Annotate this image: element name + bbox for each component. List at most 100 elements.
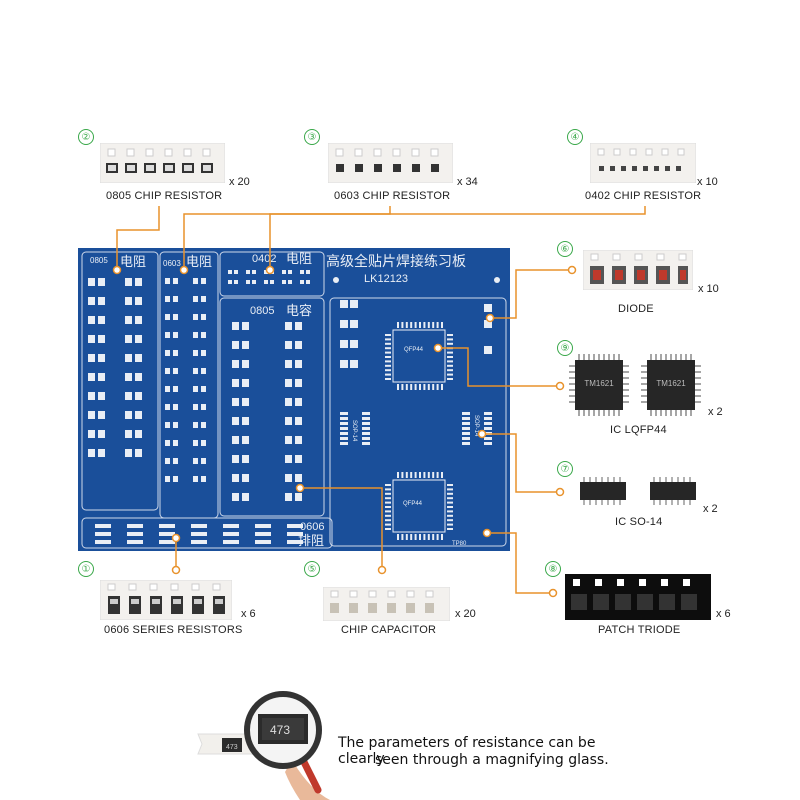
qfp-pin [447, 528, 453, 530]
pcb-pad [135, 430, 142, 438]
qty-capacitor: x 20 [455, 608, 476, 620]
pcb-pad [98, 354, 105, 362]
qfp-pin [385, 347, 391, 350]
qfp-pin [427, 472, 430, 478]
resistor-code-small: 473 [226, 744, 238, 751]
pcb-pad [201, 368, 206, 374]
qfp-pin [385, 338, 391, 341]
pcb-pad [232, 360, 239, 368]
pcb-pad [173, 404, 178, 410]
qfp-pin [447, 351, 453, 354]
pcb-pad [191, 524, 207, 528]
qty-triode: x 6 [716, 608, 731, 620]
qfp-pin [385, 334, 391, 336]
patch-triode-tape [565, 574, 711, 620]
pcb-pad [340, 417, 348, 420]
pcb-pad [285, 341, 292, 349]
qfp-pin [419, 384, 421, 390]
qfp-pin [385, 369, 391, 372]
qfp-pin [405, 384, 408, 390]
pcb-pad [193, 458, 198, 464]
pcb-pad [306, 270, 310, 274]
qfp-pin [405, 534, 408, 540]
pcb-pad [362, 432, 370, 435]
pcb-pad [242, 341, 249, 349]
pcb-label-resistor-2: 电阻 [186, 254, 212, 269]
qfp-pin [385, 373, 391, 376]
qfp-pin [427, 384, 430, 390]
pcb-pad [98, 430, 105, 438]
pcb-pad [285, 417, 292, 425]
pcb-pad [173, 278, 178, 284]
qfp-pin [385, 378, 391, 380]
qfp-pin [441, 384, 443, 390]
pcb-pad [135, 392, 142, 400]
pcb-pad [300, 280, 304, 284]
pcb-pads [88, 270, 492, 544]
qfp-pin [432, 472, 435, 478]
qfp-pin [397, 472, 399, 478]
pcb-pad [165, 476, 170, 482]
pcb-pad [125, 278, 132, 286]
series-resistors-tape [100, 580, 232, 620]
number-3: ③ [304, 129, 320, 145]
pcb-pad [98, 297, 105, 305]
pcb-pad [135, 278, 142, 286]
pcb-pad [173, 368, 178, 374]
pcb-pad [484, 412, 492, 415]
pcb-pad [201, 332, 206, 338]
qfp-pin [447, 364, 453, 367]
qfp-pin [447, 501, 453, 504]
qfp-pin [447, 523, 453, 526]
pcb-pad [350, 320, 358, 328]
leader-end-dots [112, 265, 577, 598]
qfp-pin [397, 322, 399, 328]
number-2: ② [78, 129, 94, 145]
qfp44-footprint-top [385, 322, 453, 390]
pcb-pad [295, 417, 302, 425]
pcb-pad [165, 440, 170, 446]
pcb-pad [125, 297, 132, 305]
ic-so14-chips [580, 477, 696, 505]
qfp-pin [423, 534, 426, 540]
pcb-pad [362, 412, 370, 415]
label-0402-chip-resistor: 0402 CHIP RESISTOR [585, 190, 702, 202]
pcb-label-0603: 0603 [163, 259, 181, 268]
pcb-pad [98, 373, 105, 381]
pcb-pad [288, 280, 292, 284]
qfp-pin [447, 356, 453, 358]
pcb-pad [232, 322, 239, 330]
pcb-pad [173, 476, 178, 482]
pcb-label-qfp44-bottom: QFP44 [403, 501, 423, 507]
pcb-pad [462, 422, 470, 425]
qfp-pin [410, 384, 413, 390]
qfp-pin [385, 501, 391, 504]
pcb-pad [223, 532, 239, 536]
pcb-pad [173, 314, 178, 320]
qfp-pin [447, 510, 453, 513]
pcb-pad [242, 379, 249, 387]
pcb-pad [127, 540, 143, 544]
pcb-pad [462, 432, 470, 435]
pcb-pad [340, 442, 348, 445]
qfp-pin [432, 322, 435, 328]
pcb-pad [295, 322, 302, 330]
qfp-pin [385, 514, 391, 517]
pcb-pad [201, 278, 206, 284]
pcb-pad [287, 532, 303, 536]
pcb-silkscreen-borders [81, 251, 507, 549]
pcb-pad [173, 332, 178, 338]
pcb-pad [362, 427, 370, 430]
qfp-pin [414, 534, 417, 540]
pcb-code: LK12123 [364, 273, 408, 285]
pcb-pad [232, 474, 239, 482]
qfp-pin [441, 534, 443, 540]
qfp-pin [414, 384, 417, 390]
pcb-pad [95, 524, 111, 528]
qfp-pin [397, 534, 399, 540]
qfp-pin [427, 322, 430, 328]
pcb-pad [98, 449, 105, 457]
pcb-pad [340, 422, 348, 425]
ic-marking-1: TM1621 [584, 379, 614, 388]
pcb-pad [135, 373, 142, 381]
